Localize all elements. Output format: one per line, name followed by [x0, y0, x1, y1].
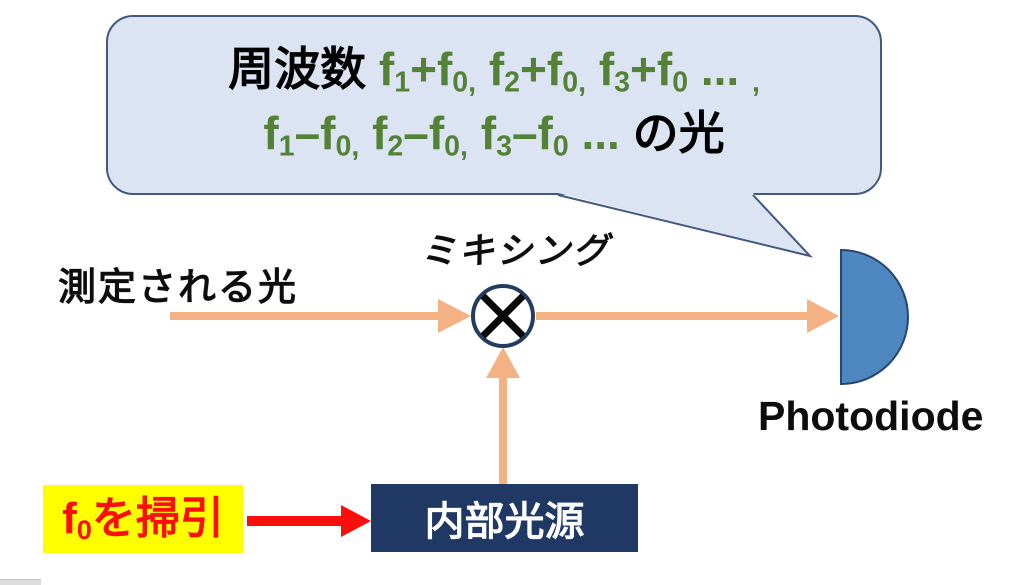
- output-arrowhead-icon: [807, 299, 839, 333]
- sweep-label-text: f0を掃引: [62, 494, 224, 545]
- photodiode-label: Photodiode: [758, 393, 984, 439]
- speech-bubble: 周波数 f1+f0, f2+f0, f3+f0 ... , f1–f0, f2–…: [106, 15, 882, 195]
- sweep-label: f0を掃引: [43, 485, 243, 553]
- mixing-label: ミキシング: [419, 230, 618, 271]
- internal-source-label: 内部光源: [424, 500, 585, 544]
- measured-light-label: 測定される光: [58, 267, 299, 309]
- input-arrowhead-icon: [438, 299, 471, 333]
- sweep-arrowhead-icon: [341, 505, 371, 537]
- mixer-circle: [471, 284, 535, 348]
- mixer-x-stroke-2: [480, 293, 526, 339]
- lo-arrowhead-icon: [486, 347, 520, 378]
- output-light-arrow: [536, 299, 839, 333]
- local-oscillator-arrow: [486, 347, 520, 484]
- bubble-line-1: 周波数 f1+f0, f2+f0, f3+f0 ... ,: [228, 43, 760, 99]
- scrollbar-fragment[interactable]: [0, 579, 41, 585]
- photodiode-shape: [840, 248, 909, 386]
- mixer-symbol-icon: [471, 284, 535, 348]
- bubble-line-2: f1–f0, f2–f0, f3–f0 ... の光: [263, 107, 725, 163]
- mixer-x-stroke-1: [480, 293, 526, 339]
- internal-source-box: 内部光源: [371, 484, 638, 552]
- sweep-arrow: [247, 505, 371, 537]
